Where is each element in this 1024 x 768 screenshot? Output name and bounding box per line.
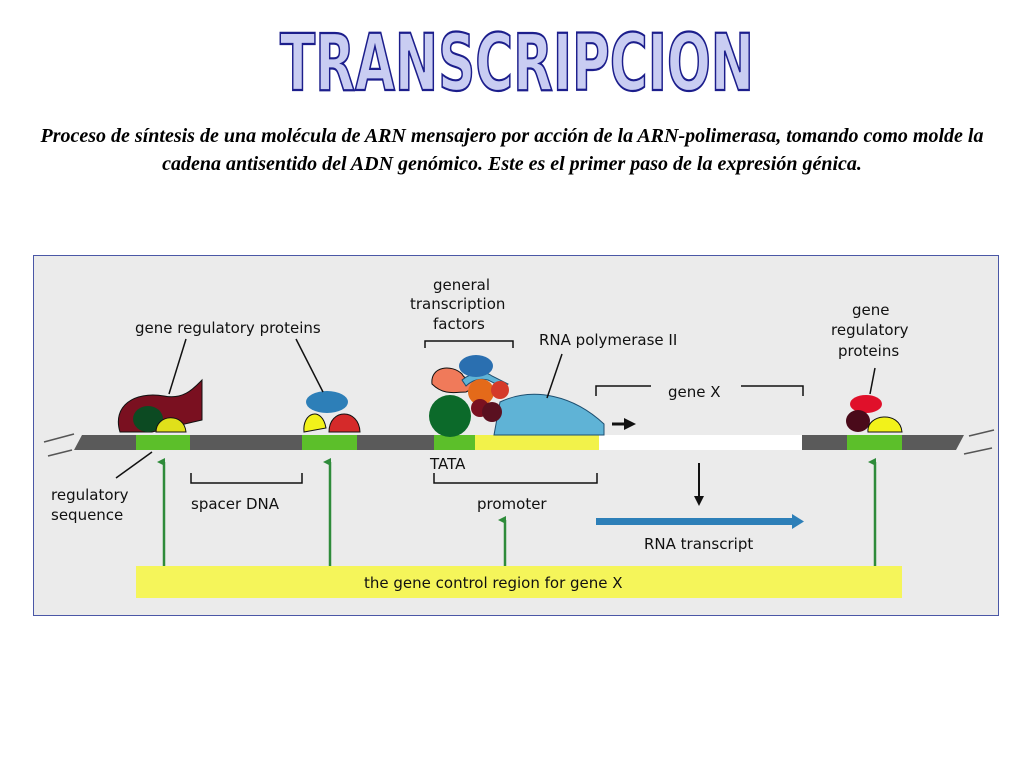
gene-x-bracket-left — [595, 385, 651, 396]
label-sequence: sequence — [51, 506, 123, 524]
label-spacer-dna: spacer DNA — [191, 495, 280, 513]
gene-regulatory-protein-left — [117, 378, 203, 433]
gene-x-region — [599, 435, 802, 450]
label-rna-transcript: RNA transcript — [644, 535, 753, 553]
transcription-diagram: gene regulatory proteins general transcr… — [33, 255, 999, 616]
tf-orange — [468, 379, 494, 405]
tf-green — [429, 395, 471, 437]
label-transcription: transcription — [410, 295, 505, 313]
spacer-dna-bracket — [190, 473, 303, 484]
label-gene-regulatory-proteins-left: gene regulatory proteins — [135, 319, 321, 337]
label-rna-polymerase-ii: RNA polymerase II — [539, 331, 677, 349]
dna-end-left-bottom — [47, 449, 73, 457]
regulatory-sequence-left — [136, 435, 190, 450]
page-title-container: TRANSCRIPCION — [0, 6, 1024, 106]
green-arrows — [157, 458, 877, 566]
transcription-initiation-complex — [429, 355, 605, 437]
tf-blue-top — [459, 355, 493, 377]
label-regulatory-right: regulatory — [831, 321, 909, 339]
rna-polymerase-ii — [493, 393, 605, 436]
transcription-start-arrow — [612, 418, 636, 430]
label-general: general — [433, 276, 490, 294]
gene-x-bracket-right — [741, 385, 804, 396]
dna-end-right-top — [968, 429, 995, 437]
promoter-bracket — [433, 473, 598, 484]
tata-box — [434, 435, 475, 450]
tf-darkred-b — [482, 402, 502, 422]
regulatory-sequence-middle — [302, 435, 357, 450]
label-factors: factors — [433, 315, 485, 333]
description-text: Proceso de síntesis de una molécula de A… — [40, 125, 984, 175]
diagram-svg: gene regulatory proteins general transcr… — [43, 276, 995, 598]
brackets — [190, 340, 804, 484]
transcription-down-arrow — [694, 463, 704, 506]
label-regulatory: regulatory — [51, 486, 129, 504]
dna-end-right-bottom — [963, 447, 993, 455]
promoter-box — [475, 435, 599, 450]
label-proteins-right: proteins — [838, 342, 899, 360]
page-title-graphic: TRANSCRIPCION — [279, 18, 755, 106]
regulatory-sequence-right — [847, 435, 902, 450]
gene-regulatory-protein-right — [846, 395, 903, 433]
label-gene-right: gene — [852, 301, 890, 319]
dna-strand — [43, 429, 995, 457]
tf-bracket — [424, 340, 514, 348]
label-promoter: promoter — [477, 495, 547, 513]
gene-control-region-bar — [136, 566, 902, 598]
rna-transcript-arrow — [596, 514, 804, 529]
tf-red-small — [491, 381, 509, 399]
gene-regulatory-protein-middle — [303, 391, 361, 433]
dna-end-left-top — [43, 433, 75, 443]
page-title: TRANSCRIPCION — [280, 19, 754, 106]
label-tata: TATA — [429, 455, 466, 473]
label-gene-control-region: the gene control region for gene X — [364, 574, 623, 592]
label-gene-x: gene X — [668, 383, 721, 401]
pointer-lines — [115, 338, 876, 479]
